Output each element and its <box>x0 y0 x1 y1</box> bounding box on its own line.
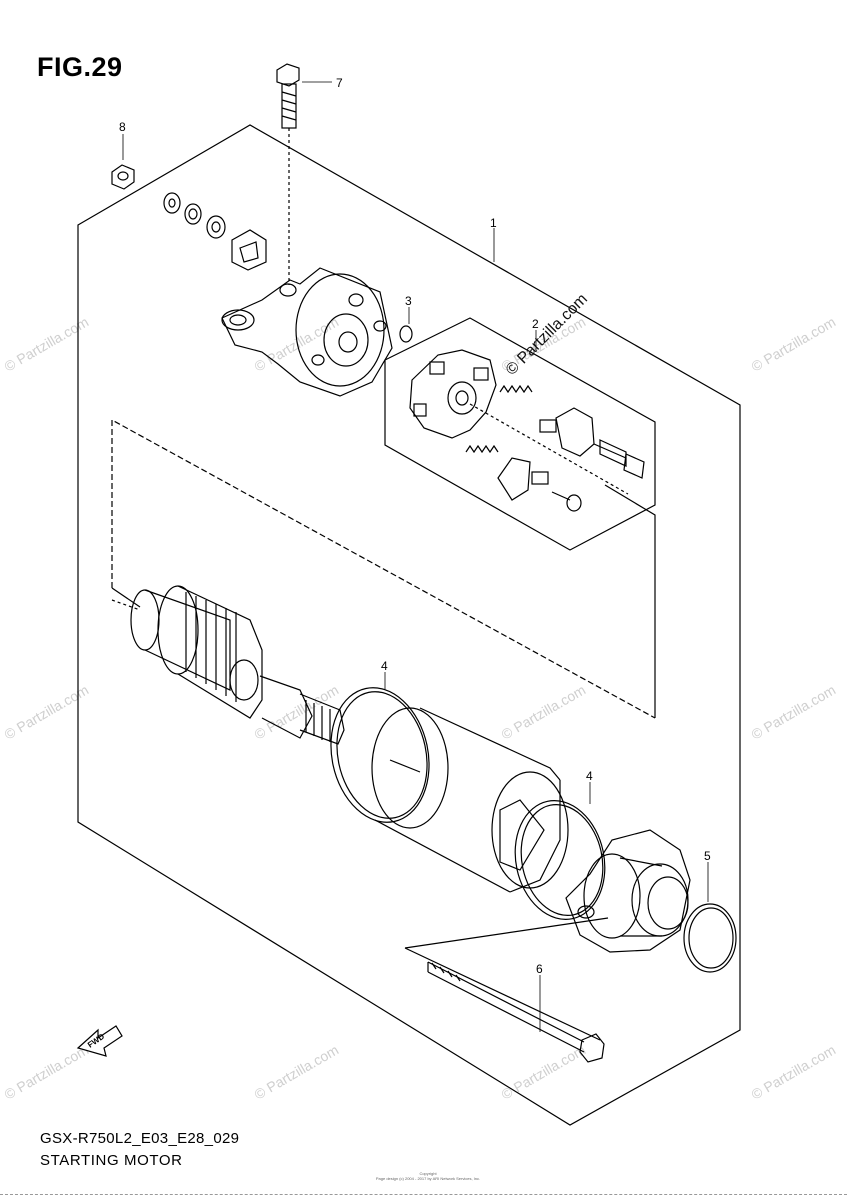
armature <box>111 585 345 745</box>
yoke-stator <box>371 707 569 893</box>
armature-box-edge <box>111 587 141 608</box>
brushes <box>531 419 557 485</box>
small-screw <box>551 491 582 512</box>
model-code: GSX-R750L2_E03_E28_029 <box>40 1130 240 1147</box>
watermark-layer: © Partzilla.com © Partzilla.com © Partzi… <box>2 314 839 1103</box>
watermark-main: © Partzilla.com <box>503 291 591 379</box>
brush-kit-outline <box>384 317 656 551</box>
watermark-text: © Partzilla.com <box>252 1042 342 1103</box>
end-cover-housing <box>221 267 393 397</box>
brush-springs <box>465 384 629 495</box>
watermark-text: © Partzilla.com <box>499 1042 589 1103</box>
callout-1: 1 <box>490 216 497 230</box>
commutator-segments <box>185 592 237 702</box>
page-bottom-border <box>0 1194 847 1195</box>
o-ring-part-5 <box>683 903 737 973</box>
watermark-text: © Partzilla.com <box>2 1042 92 1103</box>
callout-3: 3 <box>405 294 412 308</box>
o-ring-part-4-front <box>330 687 430 823</box>
nut-part-8 <box>111 164 135 190</box>
callout-5: 5 <box>704 849 711 863</box>
callout-7: 7 <box>336 76 343 90</box>
diagram-name: STARTING MOTOR <box>40 1152 183 1169</box>
watermark-text: © Partzilla.com <box>749 682 839 743</box>
watermark-text: © Partzilla.com <box>252 682 342 743</box>
figure-title: FIG.29 <box>37 52 123 82</box>
copyright-line-1: Copyright <box>419 1171 437 1176</box>
callout-8: 8 <box>119 120 126 134</box>
callout-4-front: 4 <box>381 659 388 673</box>
copyright-notice: Copyright Page design (c) 2004 - 2017 by… <box>368 1171 488 1181</box>
armature-box-right <box>604 484 656 718</box>
terminal-bolt <box>593 439 645 479</box>
pinion-gear <box>305 700 331 742</box>
leader-lines <box>122 81 709 1032</box>
insulator-washers <box>163 192 267 271</box>
fwd-arrow-icon: FWD <box>76 1025 123 1057</box>
watermark-text: © Partzilla.com <box>499 682 589 743</box>
watermark-text: © Partzilla.com <box>749 314 839 375</box>
front-housing <box>565 829 691 953</box>
brush-holder <box>409 349 497 439</box>
bolt-part-7 <box>276 63 300 285</box>
through-bolt-part-6 <box>404 917 609 1063</box>
assembly-outline <box>77 124 741 1126</box>
o-ring-part-4-rear-inner <box>520 803 604 917</box>
o-ring-part-5-inner <box>688 907 734 969</box>
terminal-plates <box>497 407 595 501</box>
copyright-line-2: Page design (c) 2004 - 2017 by ARI Netwo… <box>375 1176 481 1181</box>
o-ring-part-3 <box>399 325 413 343</box>
armature-box <box>111 418 656 719</box>
watermark-text: © Partzilla.com <box>749 1042 839 1103</box>
callout-6: 6 <box>536 962 543 976</box>
o-ring-part-4-front-inner <box>336 691 428 819</box>
callout-4-rear: 4 <box>586 769 593 783</box>
callout-2: 2 <box>532 317 539 331</box>
o-ring-part-4-rear <box>514 800 606 920</box>
